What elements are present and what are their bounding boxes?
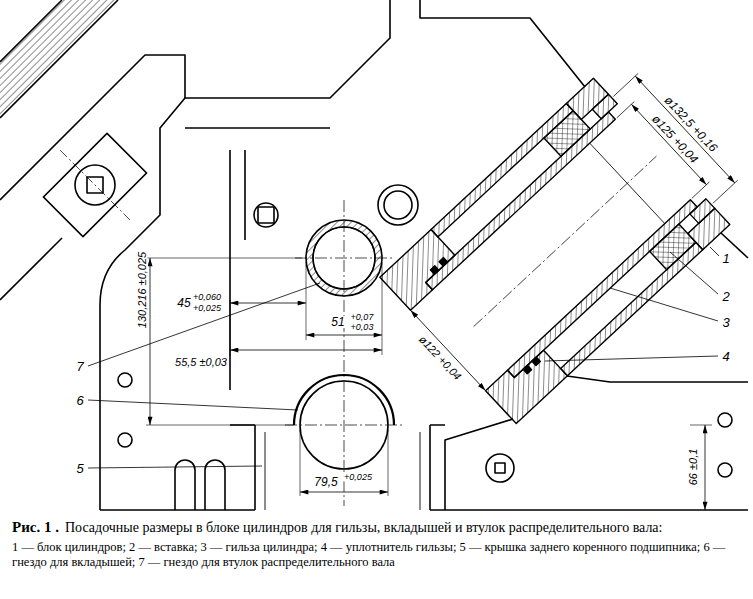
dimension-value: 130,216 ±0,025 [137,251,148,329]
tolerance-value: +0,025 [343,473,373,482]
dimension-value: 66 ±0,1 [688,448,699,487]
dimension-value: 79,5 [313,476,338,488]
dimension-value: ø132,5 +0,16 [662,93,721,155]
figure-number: Рис. 1 . [12,519,59,535]
center-lines [285,200,403,506]
leader-lines [88,247,719,468]
callout-number: 4 [721,350,730,363]
cylinder-liner [380,54,753,424]
dimension-value: ø122 +0,04 [416,333,464,383]
tolerance-value: +0,025 [192,304,222,313]
main-bearing [255,375,430,510]
caption-text: Посадочные размеры в блоке цилиндров для… [65,520,663,535]
callout-number: 5 [75,462,84,475]
dimension-value: 51 [330,316,345,328]
dimension-value: 45 [176,297,191,309]
tolerance-value: +0,060 [192,293,222,302]
callout-number: 3 [721,316,730,329]
tolerance-value: +0,07 [350,313,375,322]
caption-line: Рис. 1 . Посадочные размеры в блоке цилин… [12,517,740,537]
callout-number: 7 [75,360,84,373]
dimension-value: 55,5 ±0,03 [174,357,228,368]
dimension-lines [146,258,712,510]
callout-number: 6 [75,394,84,407]
callout-number: 2 [721,290,730,303]
parts-list: 1 — блок цилиндров; 2 — вставка; 3 — гил… [12,540,740,570]
left-bank [0,0,185,300]
cylinder-block [100,0,748,510]
callout-number: 1 [721,252,730,265]
tolerance-value: +0,03 [350,323,375,332]
figure-caption: Рис. 1 . Посадочные размеры в блоке цилин… [12,517,740,570]
